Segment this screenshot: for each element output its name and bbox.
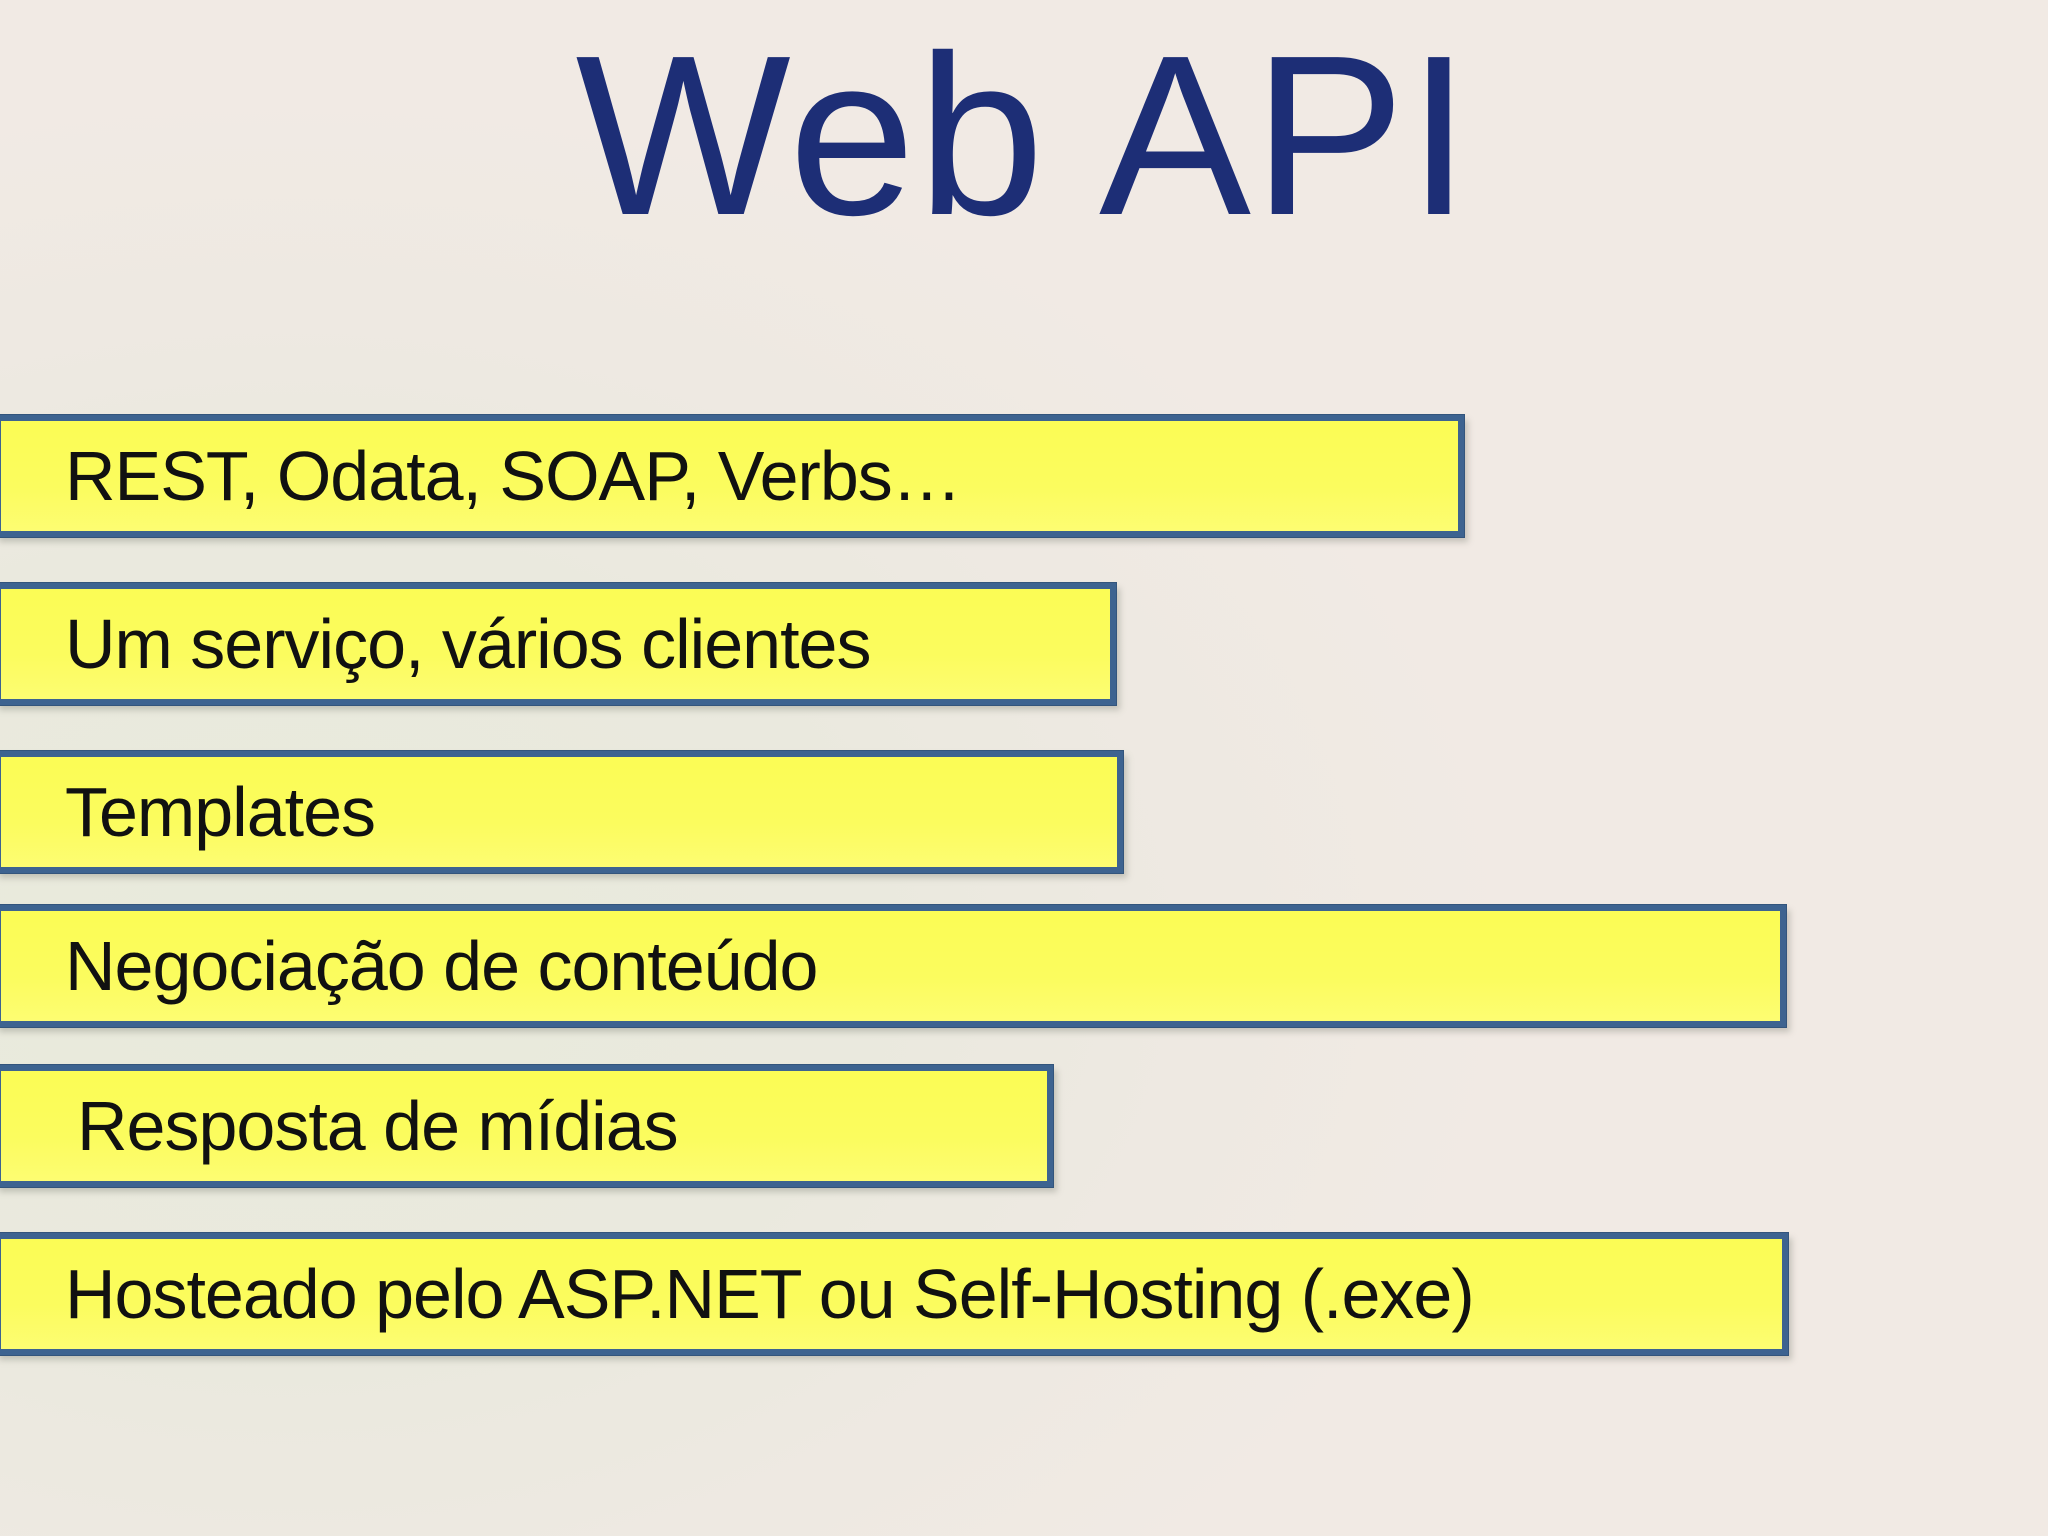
slide-title: Web API: [575, 9, 1473, 263]
feature-bar-hosteado-aspnet-self-hosting: Hosteado pelo ASP.NET ou Self-Hosting (.…: [0, 1233, 1788, 1355]
bar-label: Um serviço, vários clientes: [65, 605, 871, 683]
bar-label: Resposta de mídias: [77, 1087, 679, 1165]
bar-label: Hosteado pelo ASP.NET ou Self-Hosting (.…: [65, 1255, 1475, 1333]
bar-label: Negociação de conteúdo: [65, 927, 818, 1005]
feature-bar-um-servico-varios-clientes: Um serviço, vários clientes: [0, 583, 1116, 705]
bar-label: Templates: [65, 773, 376, 851]
feature-bar-templates: Templates: [0, 751, 1123, 873]
feature-bar-negociacao-de-conteudo: Negociação de conteúdo: [0, 905, 1786, 1027]
feature-bar-resposta-de-midias: Resposta de mídias: [0, 1065, 1053, 1187]
feature-bar-rest-odata-soap-verbs: REST, Odata, SOAP, Verbs…: [0, 415, 1464, 537]
bar-label: REST, Odata, SOAP, Verbs…: [65, 437, 962, 515]
